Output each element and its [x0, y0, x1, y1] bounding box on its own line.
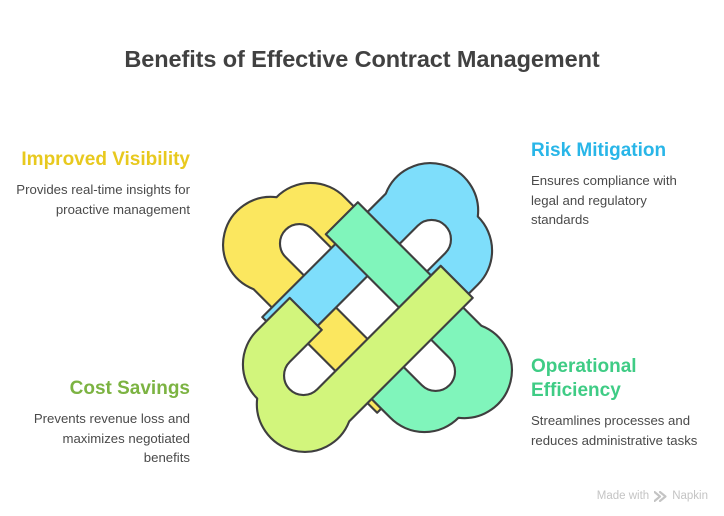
callout-risk-mitigation-heading: Risk Mitigation	[531, 140, 667, 161]
callout-cost-savings-heading: Cost Savings	[69, 378, 190, 399]
callout-improved-visibility: Improved Visibility Provides real-time i…	[14, 148, 190, 219]
callout-improved-visibility-heading: Improved Visibility	[21, 149, 190, 170]
page-title: Benefits of Effective Contract Managemen…	[124, 46, 600, 72]
interlocking-knot-diagram	[215, 155, 520, 460]
callout-risk-mitigation: Risk Mitigation Ensures compliance with …	[531, 139, 707, 230]
callout-risk-mitigation-body: Ensures compliance with legal and regula…	[531, 173, 677, 227]
watermark: Made with Napkin	[597, 490, 708, 502]
callout-operational-efficiency-body: Streamlines processes and reduces admini…	[531, 413, 698, 448]
callout-improved-visibility-body: Provides real-time insights for proactiv…	[16, 182, 190, 217]
napkin-chevron-icon	[654, 490, 667, 502]
watermark-prefix: Made with	[596, 490, 650, 502]
callout-operational-efficiency: Operational Efficiency Streamlines proce…	[531, 355, 707, 450]
callout-operational-efficiency-heading: Operational Efficiency	[531, 356, 637, 401]
watermark-brand: Napkin	[672, 490, 708, 502]
callout-cost-savings-body: Prevents revenue loss and maximizes nego…	[33, 411, 190, 465]
callout-cost-savings: Cost Savings Prevents revenue loss and m…	[14, 377, 190, 468]
